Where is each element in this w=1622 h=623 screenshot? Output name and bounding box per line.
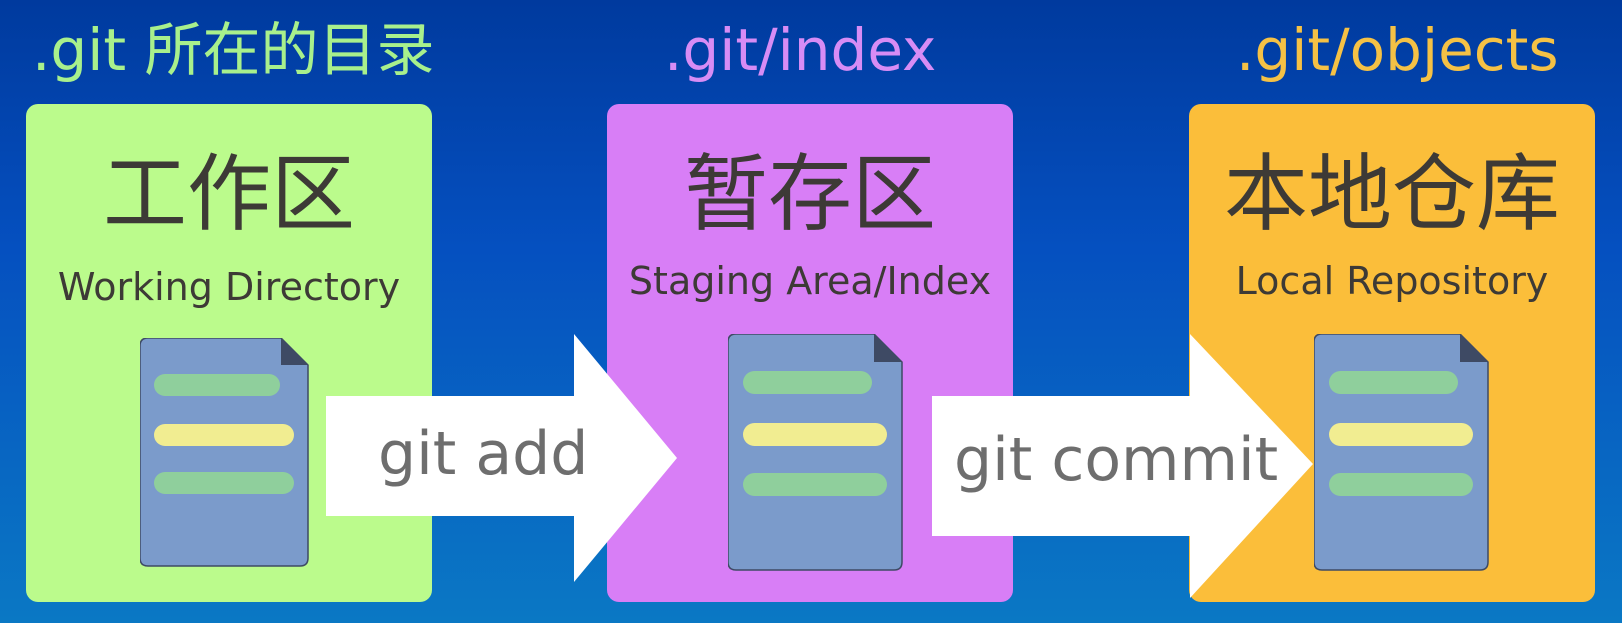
panel-subtitle: Local Repository <box>1235 259 1549 303</box>
document-icon <box>140 338 309 567</box>
document-icon <box>728 334 903 571</box>
panel-subtitle: Staging Area/Index <box>628 259 992 303</box>
panel-title: 工作区 <box>102 145 355 243</box>
git-add-arrow <box>326 334 677 582</box>
git-commit-label: git commit <box>954 425 1279 495</box>
path-label-objects: .git/objects <box>1236 16 1559 84</box>
git-commit-arrow <box>932 334 1313 598</box>
panel-title: 本地仓库 <box>1223 145 1560 243</box>
panel-title: 暂存区 <box>683 145 936 243</box>
panel-subtitle: Working Directory <box>57 265 401 309</box>
git-add-label: git add <box>378 419 589 489</box>
document-icon <box>1314 334 1489 571</box>
path-label-working-dir: .git 所在的目录 <box>32 16 435 84</box>
path-label-index: .git/index <box>664 16 937 84</box>
